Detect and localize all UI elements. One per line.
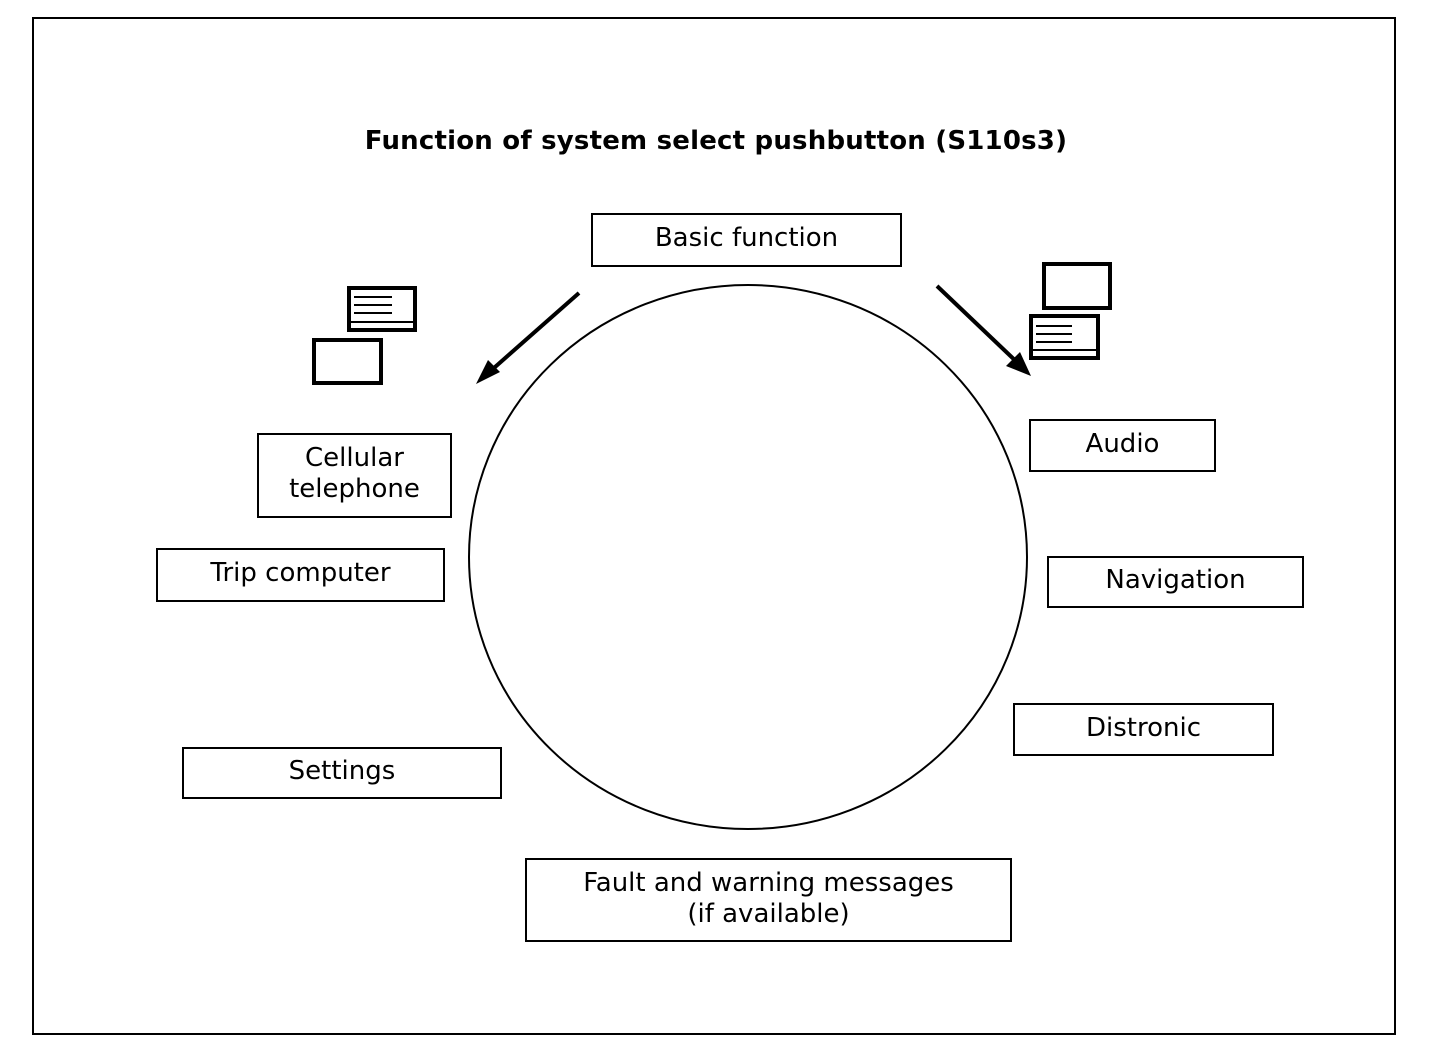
audio-box: Audio (1029, 419, 1216, 472)
fault-warning-messages-label: Fault and warning messages (if available… (583, 867, 954, 929)
display-screens-icon-left (312, 286, 417, 385)
basic-function-label: Basic function (654, 223, 839, 253)
cellular-telephone-box: Cellular telephone (257, 433, 452, 518)
navigation-box: Navigation (1047, 556, 1304, 608)
audio-label: Audio (1085, 428, 1160, 459)
arrow-right-icon (935, 284, 1031, 376)
cellular-telephone-label: Cellular telephone (289, 443, 420, 504)
display-screens-icon-right (1029, 262, 1112, 360)
trip-computer-label: Trip computer (210, 558, 391, 588)
diagram-frame (32, 17, 1396, 1035)
settings-label: Settings (288, 756, 396, 786)
diagram-title: Function of system select pushbutton (S1… (364, 126, 1068, 156)
distronic-box: Distronic (1013, 703, 1274, 756)
cycle-circle (468, 284, 1028, 830)
navigation-label: Navigation (1105, 565, 1246, 595)
arrow-left-icon (476, 291, 581, 384)
settings-box: Settings (182, 747, 502, 799)
trip-computer-box: Trip computer (156, 548, 445, 602)
basic-function-box: Basic function (591, 213, 902, 267)
fault-warning-messages-box: Fault and warning messages (if available… (525, 858, 1012, 942)
distronic-label: Distronic (1085, 712, 1201, 743)
